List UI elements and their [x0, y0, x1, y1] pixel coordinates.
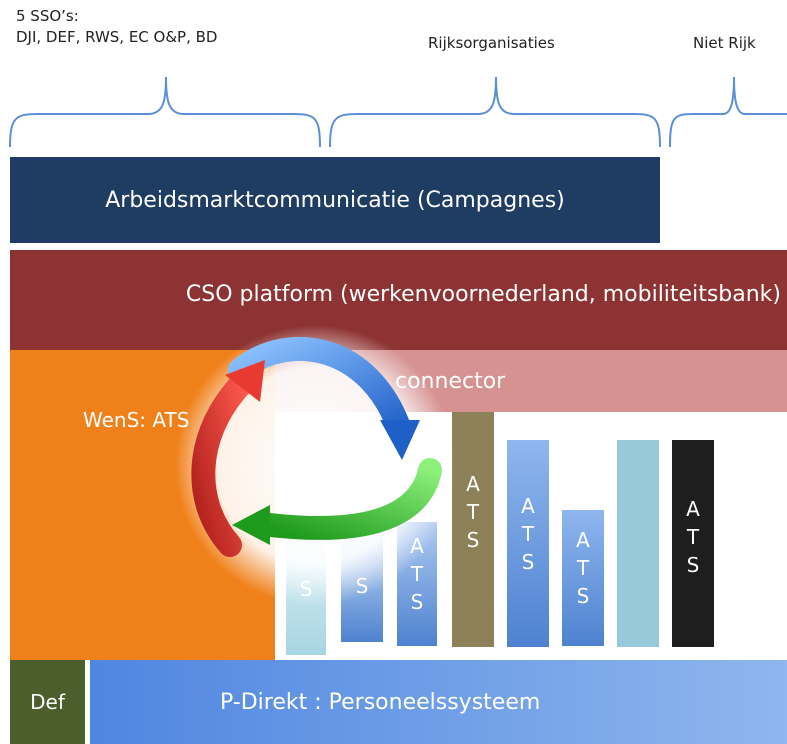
cso-band: CSO platform (werkenvoornederland, mobil… [10, 250, 787, 350]
rijk-brace [329, 76, 661, 148]
sso-brace [9, 76, 321, 148]
campagnes-band: Arbeidsmarktcommunicatie (Campagnes) [10, 157, 660, 243]
ats-bar-6-letter-a: A [576, 528, 590, 552]
ats-bar-5-letter-a: A [521, 494, 535, 518]
niet-rijk-header: Niet Rijk [693, 34, 756, 52]
ats-bar-4-letter-a: A [466, 472, 480, 496]
ats-bar-4-letter-s: S [466, 528, 480, 552]
pdirekt-label: P-Direkt : Personeelssysteem [220, 689, 541, 715]
ats-bar-3-letter-t: T [410, 562, 424, 586]
ats-bar-4: A T S [452, 412, 494, 647]
ats-bar-6: A T S [562, 510, 604, 646]
def-label: Def [30, 690, 65, 714]
campagnes-label: Arbeidsmarktcommunicatie (Campagnes) [105, 187, 565, 213]
sso-header: 5 SSO’s: DJI, DEF, RWS, EC O&P, BD [16, 6, 217, 48]
ats-bar-8-letter-a: A [686, 497, 700, 521]
ats-bar-6-letter-t: T [576, 556, 590, 580]
ats-bar-5-letter-s: S [521, 550, 535, 574]
cso-label: CSO platform (werkenvoornederland, mobil… [185, 282, 781, 307]
wens-label: WenS: ATS [83, 408, 190, 432]
niet-rijk-brace [669, 76, 787, 148]
rijk-header: Rijksorganisaties [428, 34, 555, 52]
ats-bar-6-letter-s: S [576, 584, 590, 608]
ats-bar-8-letter-t: T [686, 525, 700, 549]
sso-header-line2: DJI, DEF, RWS, EC O&P, BD [16, 28, 218, 46]
ats-bar-3-letter-s: S [410, 590, 424, 614]
ats-bar-4-letter-t: T [466, 500, 480, 524]
ats-bar-8: A T S [672, 440, 714, 647]
cycle-arrows-icon [175, 325, 455, 605]
ats-bar-7 [617, 440, 659, 647]
ats-bar-5: A T S [507, 440, 549, 647]
ats-bar-5-letter-t: T [521, 522, 535, 546]
ats-bar-8-letter-s: S [686, 553, 700, 577]
sso-header-line1: 5 SSO’s: [16, 7, 79, 25]
pdirekt-band: P-Direkt : Personeelssysteem [90, 660, 787, 744]
def-block: Def [10, 660, 85, 744]
